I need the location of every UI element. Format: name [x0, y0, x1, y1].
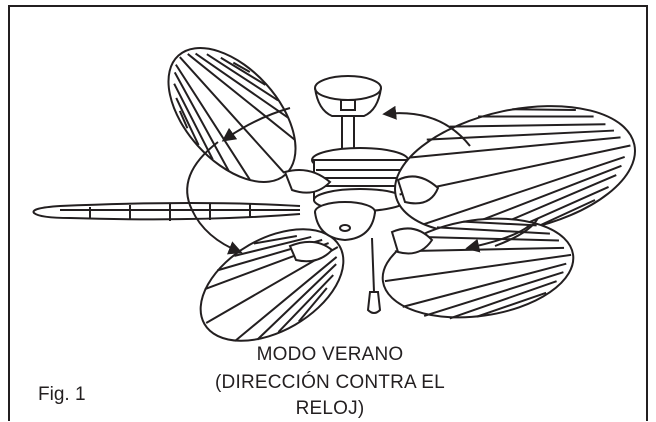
fan-blade-lower-right — [381, 217, 575, 320]
figure-label: Fig. 1 — [38, 384, 86, 405]
figure-frame — [8, 5, 648, 421]
fan-switch-housing — [314, 201, 376, 242]
caption-direction: (DIRECCIÓN CONTRA EL RELOJ) — [215, 372, 445, 419]
rotation-arrow-path — [186, 105, 539, 255]
caption-mode: MODO VERANO — [256, 344, 404, 365]
fan-blade-brackets — [283, 169, 440, 263]
fan-blade-left — [32, 202, 301, 221]
fan-pull-chain — [366, 237, 382, 314]
